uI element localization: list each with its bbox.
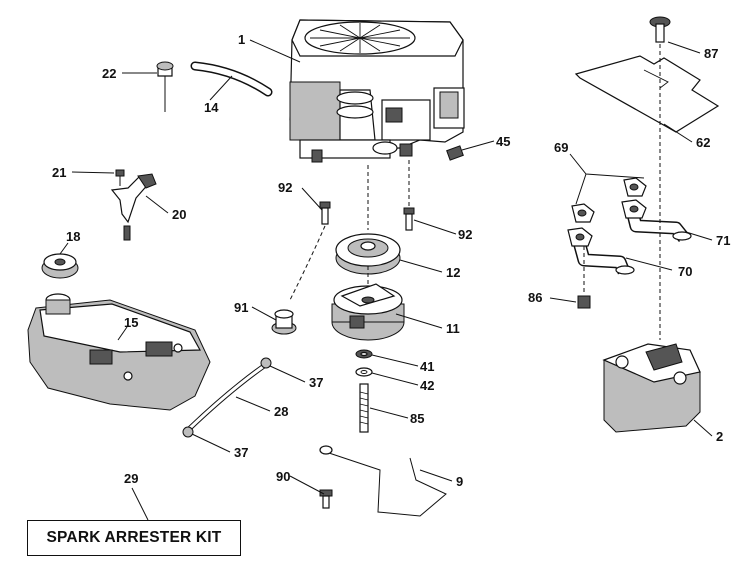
- callout-1: 1: [238, 32, 245, 47]
- leader-lines: [59, 39, 713, 521]
- muffler: [602, 343, 701, 433]
- callout-91: 91: [234, 300, 248, 315]
- callout-45: 45: [496, 134, 510, 149]
- callout-labels: 1 22 14 21 20 18 15 45 92 92 12 11 91 41…: [52, 32, 730, 489]
- pto-clutch: [331, 283, 405, 341]
- engine-bolt: [319, 201, 331, 225]
- lock-washer: [355, 367, 373, 377]
- exhaust-pipe: [567, 227, 635, 275]
- engine-bolt: [403, 207, 415, 231]
- exhaust-gasket: [571, 203, 595, 223]
- throttle-bracket: [110, 169, 157, 241]
- fuel-tank: [27, 293, 211, 411]
- exhaust-pipe: [621, 199, 692, 243]
- callout-37-top: 37: [309, 375, 323, 390]
- callout-71: 71: [716, 233, 730, 248]
- engine: [289, 19, 465, 163]
- fuel-line: [182, 357, 272, 438]
- callout-14: 14: [204, 100, 219, 115]
- callout-11: 11: [446, 321, 460, 336]
- callout-28: 28: [274, 404, 288, 419]
- callout-20: 20: [172, 207, 186, 222]
- exhaust-gasket: [623, 177, 647, 197]
- callout-22: 22: [102, 66, 116, 81]
- callout-86: 86: [528, 290, 542, 305]
- muffler-nut: [577, 295, 591, 309]
- callout-9: 9: [456, 474, 463, 489]
- callout-29: 29: [124, 471, 138, 486]
- callout-92-right: 92: [458, 227, 472, 242]
- callout-85: 85: [410, 411, 424, 426]
- fuel-cap: [41, 253, 79, 279]
- shield-bolt: [649, 16, 671, 43]
- breather-tube: [190, 61, 273, 97]
- grommet: [271, 309, 297, 335]
- spark-arrester-kit-box: SPARK ARRESTER KIT: [27, 520, 241, 556]
- callout-92-left: 92: [278, 180, 292, 195]
- callout-70: 70: [678, 264, 692, 279]
- callout-62: 62: [696, 135, 710, 150]
- bracket-bolt: [319, 489, 333, 509]
- callout-69: 69: [554, 140, 568, 155]
- callout-15: 15: [124, 315, 138, 330]
- callout-37-bottom: 37: [234, 445, 248, 460]
- support-rod: [319, 445, 447, 517]
- engine-pulley: [335, 233, 401, 275]
- heat-shield: [574, 55, 720, 133]
- callout-18: 18: [66, 229, 80, 244]
- callout-2: 2: [716, 429, 723, 444]
- elbow-fitting: [446, 145, 464, 161]
- callout-87: 87: [704, 46, 718, 61]
- callout-12: 12: [446, 265, 460, 280]
- callout-42: 42: [420, 378, 434, 393]
- dipstick: [156, 61, 174, 112]
- clutch-bolt: [359, 383, 369, 433]
- spark-arrester-kit-label: SPARK ARRESTER KIT: [46, 529, 222, 546]
- callout-41: 41: [420, 359, 434, 374]
- callout-21: 21: [52, 165, 66, 180]
- washer: [355, 349, 373, 359]
- assembly-lines: [289, 44, 661, 340]
- callout-90: 90: [276, 469, 290, 484]
